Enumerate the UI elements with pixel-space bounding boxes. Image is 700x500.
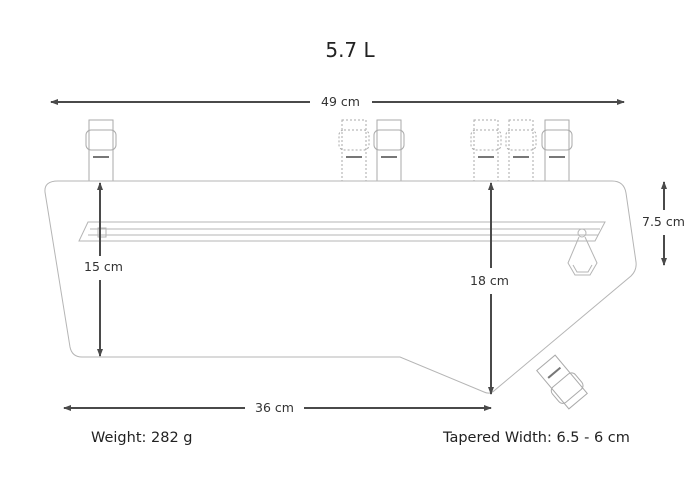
rear-height-label: 15 cm (84, 259, 123, 274)
volume-title: 5.7 L (325, 38, 375, 62)
strap-bottom (536, 354, 588, 410)
front-height-label: 7.5 cm (642, 214, 685, 229)
strap-dashed-2 (470, 119, 502, 182)
strap-solid-3 (541, 119, 573, 182)
strap-dashed-1 (338, 119, 370, 182)
strap-solid-2 (373, 119, 405, 182)
strap-dashed-3 (505, 119, 537, 182)
weight-text: Weight: 282 g (91, 430, 193, 446)
zipper (78, 221, 606, 276)
overall-length-label: 49 cm (321, 94, 360, 109)
max-height-label: 18 cm (470, 273, 509, 288)
zipper-pull-icon (567, 228, 598, 276)
bottom-length-label: 36 cm (255, 400, 294, 415)
tapered-width-text: Tapered Width: 6.5 - 6 cm (443, 430, 630, 446)
strap-solid-1 (85, 119, 117, 182)
